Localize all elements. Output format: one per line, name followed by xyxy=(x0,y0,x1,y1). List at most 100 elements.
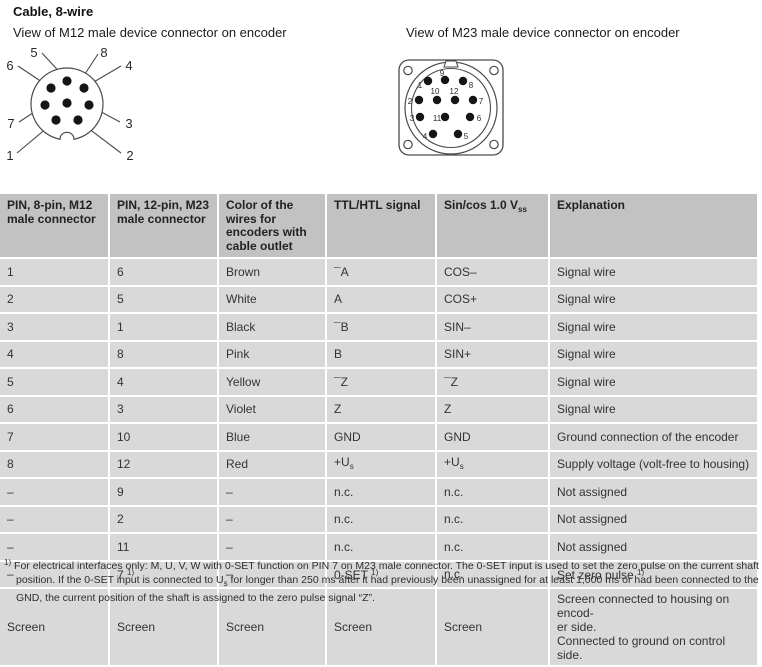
m23-keyway-notch xyxy=(443,60,459,68)
m23-pin-label: 9 xyxy=(440,69,445,78)
m23-pin10-dot xyxy=(432,95,442,105)
table-cell: 10 xyxy=(110,424,217,450)
table-cell: n.c. xyxy=(437,561,548,587)
table-cell: – xyxy=(219,561,325,587)
table-cell: A xyxy=(327,286,435,312)
m23-pin8-dot xyxy=(458,76,468,86)
table-cell: – xyxy=(219,506,325,532)
table-cell: Z xyxy=(437,396,548,422)
table-cell: 8 xyxy=(0,451,108,477)
m12-pin-label: 4 xyxy=(125,58,132,73)
table-cell: ¯Z xyxy=(437,369,548,395)
table-cell: Signal wire xyxy=(550,314,757,340)
m12-pin4-dot xyxy=(79,83,89,93)
table-cell: 7 1) xyxy=(110,561,217,587)
section-title: Cable, 8-wire xyxy=(13,4,94,19)
table-cell: +Us xyxy=(437,451,548,477)
m23-pin-label: 4 xyxy=(423,132,428,141)
table-cell: 8 xyxy=(110,341,217,367)
table-cell: Not assigned xyxy=(550,534,757,560)
m12-pin-label: 8 xyxy=(100,45,107,60)
table-cell: +Us xyxy=(327,451,435,477)
table-cell: n.c. xyxy=(437,479,548,505)
m12-pins xyxy=(40,76,94,125)
table-cell: COS– xyxy=(437,259,548,285)
m12-pin-label: 3 xyxy=(125,116,132,131)
table-cell: 11 xyxy=(110,534,217,560)
table-cell: 1 xyxy=(0,259,108,285)
table-row: –2–n.c.n.c.Not assigned xyxy=(0,506,757,532)
m23-pins xyxy=(414,75,478,139)
table-cell: GND xyxy=(327,424,435,450)
table-cell: – xyxy=(0,561,108,587)
m23-pin-label: 5 xyxy=(464,132,469,141)
m23-pin-label: 11 xyxy=(433,114,442,123)
m12-pin1-dot xyxy=(51,115,61,125)
table-cell: 3 xyxy=(110,396,217,422)
table-cell: n.c. xyxy=(327,479,435,505)
m23-pin-label: 2 xyxy=(408,97,413,106)
m23-pin11-dot xyxy=(440,112,450,122)
table-cell: Not assigned xyxy=(550,479,757,505)
table-cell: – xyxy=(0,479,108,505)
footnote: 1) For electrical interfaces only: M, U,… xyxy=(4,558,759,604)
table-cell: Red xyxy=(219,451,325,477)
m23-pin-label: 12 xyxy=(450,87,459,96)
table-cell: GND xyxy=(437,424,548,450)
table-cell: Signal wire xyxy=(550,396,757,422)
table-cell: n.c. xyxy=(437,506,548,532)
table-cell: Signal wire xyxy=(550,286,757,312)
table-cell: B xyxy=(327,341,435,367)
table-cell: – xyxy=(219,479,325,505)
m23-pin-label: 10 xyxy=(431,87,440,96)
m23-inner-ring xyxy=(410,67,492,149)
table-cell: 3 xyxy=(0,314,108,340)
table-cell: Supply voltage (volt-free to housing) xyxy=(550,451,757,477)
m23-pin12-dot xyxy=(450,95,460,105)
table-cell: – xyxy=(0,506,108,532)
m12-connector-diagram: 5 8 6 4 7 3 1 2 xyxy=(6,45,133,163)
m12-pin-label: 7 xyxy=(7,116,14,131)
table-cell: Signal wire xyxy=(550,369,757,395)
column-header: TTL/HTL signal xyxy=(327,194,435,257)
m12-pin6-dot xyxy=(46,83,56,93)
table-cell: ¯Z xyxy=(327,369,435,395)
column-header: Sin/cos 1.0 Vss xyxy=(437,194,548,257)
table-cell: White xyxy=(219,286,325,312)
table-cell: Violet xyxy=(219,396,325,422)
table-cell: Pink xyxy=(219,341,325,367)
table-cell: 5 xyxy=(0,369,108,395)
table-cell: n.c. xyxy=(327,534,435,560)
m23-mounting-holes xyxy=(403,65,499,150)
table-cell: 4 xyxy=(0,341,108,367)
m23-pin3-dot xyxy=(415,112,425,122)
m23-pin7-dot xyxy=(468,95,478,105)
table-cell: 6 xyxy=(0,396,108,422)
m12-leader-lines xyxy=(16,52,122,154)
table-cell: ¯A xyxy=(327,259,435,285)
m12-pin-labels: 5 8 6 4 7 3 1 2 xyxy=(6,45,133,163)
m23-pin6-dot xyxy=(465,112,475,122)
table-cell: 0-SET 1) xyxy=(327,561,435,587)
table-cell: 12 xyxy=(110,451,217,477)
table-row: –11–n.c.n.c.Not assigned xyxy=(0,534,757,560)
table-cell: Signal wire xyxy=(550,341,757,367)
m23-pin-label: 1 xyxy=(418,81,423,90)
m12-pin-label: 1 xyxy=(6,148,13,163)
column-header: Explanation xyxy=(550,194,757,257)
table-cell: 4 xyxy=(110,369,217,395)
table-cell: 6 xyxy=(110,259,217,285)
table-cell: 9 xyxy=(110,479,217,505)
datasheet-page: Cable, 8-wire View of M12 male device co… xyxy=(0,4,759,667)
m12-pin2-dot xyxy=(73,115,83,125)
table-cell: Black xyxy=(219,314,325,340)
m12-pin-label: 6 xyxy=(6,58,13,73)
table-cell: Signal wire xyxy=(550,259,757,285)
table-row: –9–n.c.n.c.Not assigned xyxy=(0,479,757,505)
m23-pin1-dot xyxy=(423,76,433,86)
